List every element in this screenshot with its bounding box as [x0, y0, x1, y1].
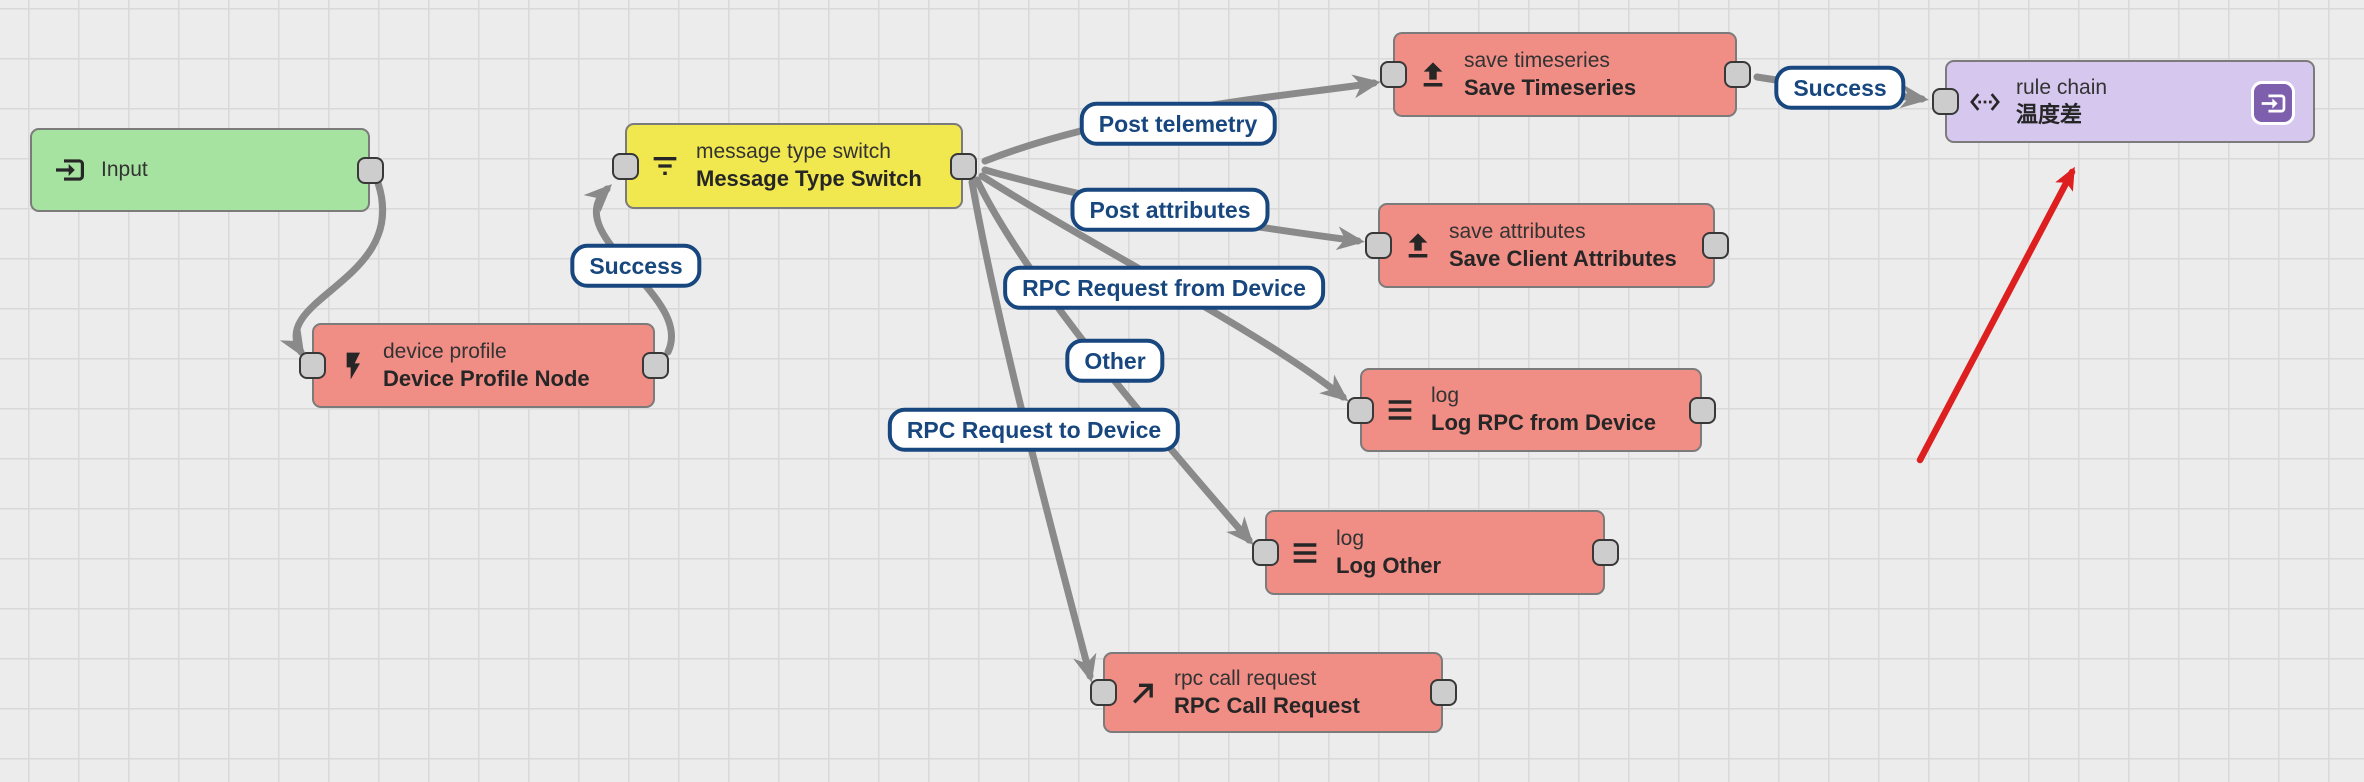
node-title: Log RPC from Device	[1431, 410, 1656, 436]
device-profile-node-right-port[interactable]	[641, 352, 669, 379]
node-title: Device Profile Node	[383, 365, 590, 391]
link-label-success-2[interactable]: Success	[1774, 65, 1906, 111]
node-save-timeseries[interactable]: save timeseries Save Timeseries	[1393, 32, 1737, 117]
node-input[interactable]: Input	[30, 128, 370, 212]
node-title: Save Timeseries	[1464, 74, 1637, 100]
open-rule-chain-button[interactable]	[2251, 81, 2295, 125]
node-title: Log Other	[1336, 552, 1442, 578]
node-subtitle: log	[1336, 526, 1365, 550]
log-rpc-from-device-right-port[interactable]	[1688, 396, 1716, 424]
node-subtitle: rule chain	[2016, 75, 2108, 99]
rpc-call-request-left-port[interactable]	[1089, 679, 1117, 706]
save-timeseries-right-port[interactable]	[1723, 61, 1751, 88]
call-made-icon	[1127, 677, 1159, 709]
menu-icon	[1384, 394, 1416, 426]
input-icon	[2261, 94, 2285, 112]
link-label-rpc-request-to-device[interactable]: RPC Request to Device	[887, 407, 1181, 453]
node-subtitle: message type switch	[696, 140, 891, 164]
link-label-rpc-request-from-device[interactable]: RPC Request from Device	[1003, 265, 1325, 311]
node-log-rpc-from-device[interactable]: log Log RPC from Device	[1360, 368, 1702, 452]
message-type-switch-left-port[interactable]	[611, 152, 639, 180]
node-title: Save Client Attributes	[1449, 245, 1677, 271]
link-label-other[interactable]: Other	[1065, 338, 1165, 384]
upload-icon	[1402, 230, 1434, 262]
rpc-call-request-right-port[interactable]	[1429, 679, 1457, 706]
node-title: Message Type Switch	[696, 166, 922, 192]
node-subtitle: log	[1431, 384, 1460, 408]
input-icon	[54, 154, 86, 186]
node-subtitle: device profile	[383, 339, 507, 363]
node-title: 温度差	[2016, 101, 2083, 127]
log-other-right-port[interactable]	[1591, 539, 1619, 566]
save-client-attributes-left-port[interactable]	[1364, 232, 1392, 259]
save-timeseries-left-port[interactable]	[1379, 61, 1407, 88]
rule-chain-left-port[interactable]	[1931, 88, 1959, 115]
node-rpc-call-request[interactable]: rpc call request RPC Call Request	[1103, 652, 1443, 733]
link-label-post-attributes[interactable]: Post attributes	[1070, 187, 1270, 233]
node-subtitle: save attributes	[1449, 219, 1586, 243]
annotation-red-arrow	[1916, 166, 2076, 464]
flash-icon	[336, 350, 368, 382]
link-label-success-1[interactable]: Success	[570, 243, 702, 289]
node-message-type-switch[interactable]: message type switch Message Type Switch	[625, 123, 963, 209]
log-rpc-from-device-left-port[interactable]	[1346, 396, 1374, 424]
node-subtitle: rpc call request	[1174, 666, 1317, 690]
settings-ethernet-icon	[1969, 86, 2001, 118]
link-label-post-telemetry[interactable]: Post telemetry	[1079, 101, 1277, 147]
message-type-switch-right-port[interactable]	[949, 152, 977, 180]
filter-icon	[649, 150, 681, 182]
input-right-port[interactable]	[356, 156, 384, 184]
node-device-profile-node[interactable]: device profile Device Profile Node	[312, 323, 655, 408]
log-other-left-port[interactable]	[1251, 539, 1279, 566]
node-log-other[interactable]: log Log Other	[1265, 510, 1605, 595]
device-profile-node-left-port[interactable]	[298, 352, 326, 379]
save-client-attributes-right-port[interactable]	[1701, 232, 1729, 259]
node-subtitle: save timeseries	[1464, 48, 1610, 72]
menu-icon	[1289, 537, 1321, 569]
node-title: RPC Call Request	[1174, 692, 1360, 718]
upload-icon	[1417, 59, 1449, 91]
node-subtitle: Input	[101, 158, 148, 182]
node-save-client-attributes[interactable]: save attributes Save Client Attributes	[1378, 203, 1715, 288]
edge-input-to-device-profile-node[interactable]	[279, 179, 387, 358]
